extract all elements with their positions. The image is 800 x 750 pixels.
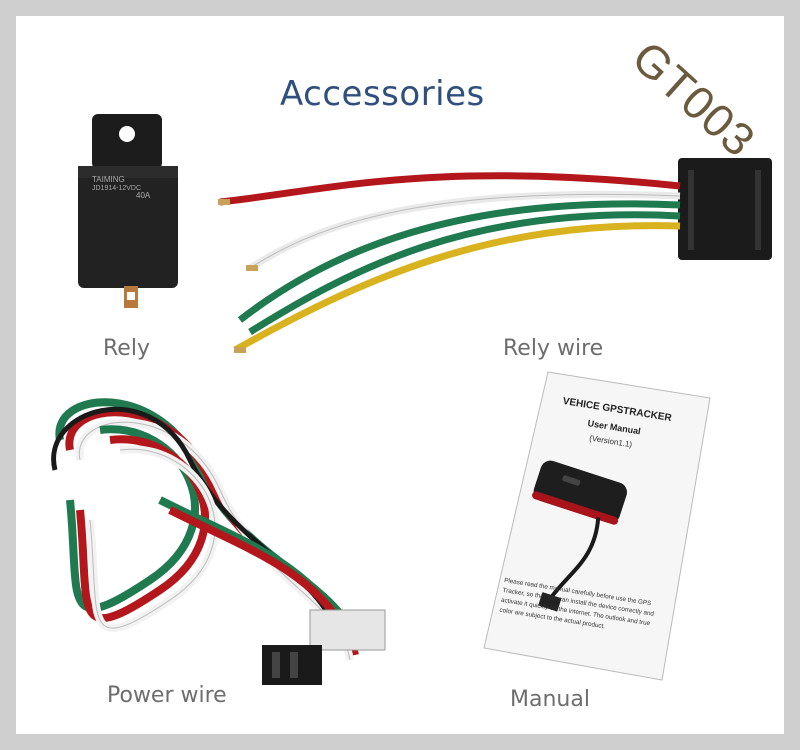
manual-image: VEHICE GPSTRACKER User Manual (Version1.… bbox=[483, 371, 711, 681]
label-rely-wire: Rely wire bbox=[503, 336, 604, 361]
label-rely: Rely bbox=[103, 336, 150, 361]
relay-brand-text: TAIMING bbox=[92, 175, 125, 184]
relay-model-text: JD1914-12VDC bbox=[92, 185, 141, 192]
label-manual: Manual bbox=[510, 687, 590, 712]
label-power-wire: Power wire bbox=[107, 683, 227, 708]
page-title: Accessories bbox=[280, 74, 485, 114]
power-wire-image bbox=[51, 398, 386, 685]
relay-wire-image bbox=[218, 158, 772, 354]
relay-image: TAIMING JD1914-12VDC 40A bbox=[78, 114, 178, 308]
relay-amps-text: 40A bbox=[136, 191, 151, 200]
